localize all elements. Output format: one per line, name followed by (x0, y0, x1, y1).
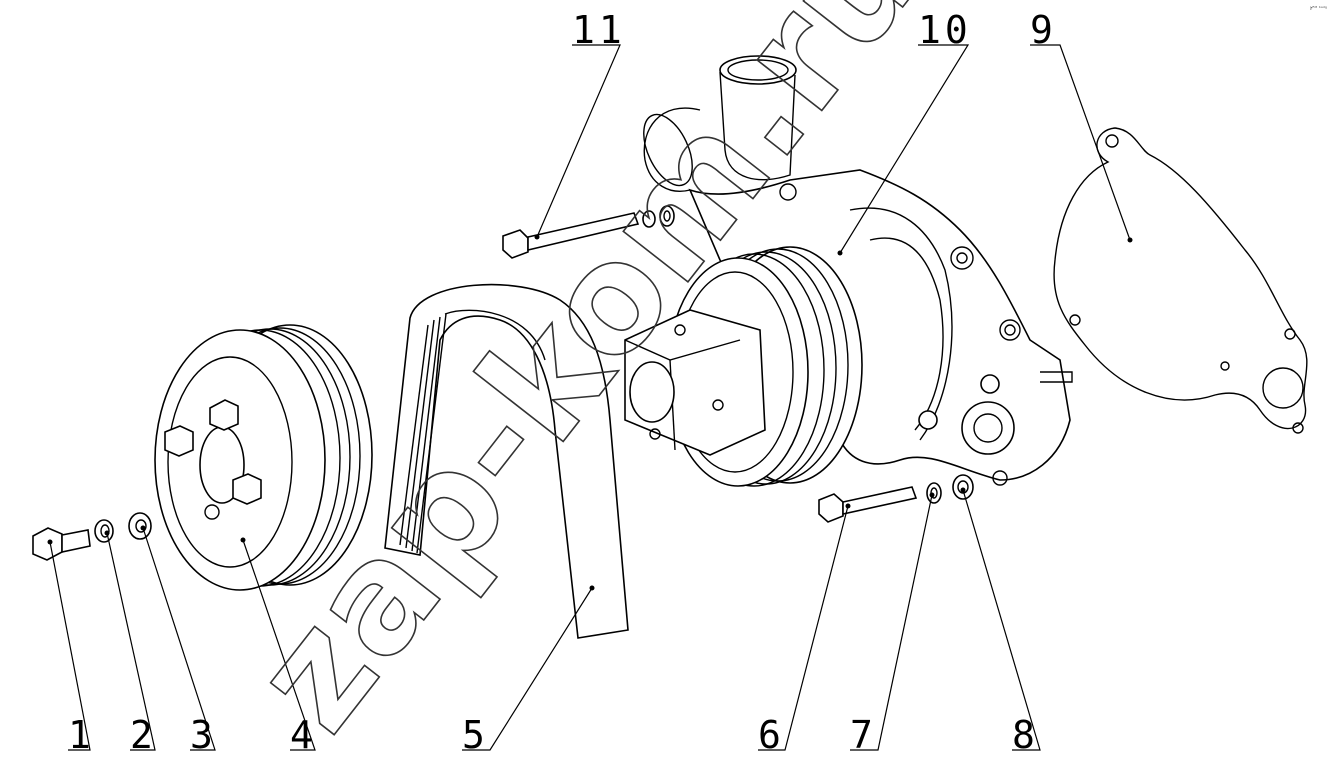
part-6-bolt-lower (818, 486, 918, 523)
part-11-bolt-upper (502, 205, 675, 259)
label-2: 2 (130, 713, 157, 757)
corner-mark: 𝔡ᴿᴹ ᵇᵃᵈᵍ (1310, 6, 1327, 12)
label-10: 10 (918, 8, 972, 52)
label-7: 7 (850, 713, 877, 757)
part-2-lock-washer (94, 519, 114, 543)
pump-pulley (624, 246, 863, 487)
part-9-gasket (1053, 127, 1308, 434)
part-1-bolt (32, 527, 91, 561)
leader-lines (47, 44, 1133, 751)
callout-labels: 1 2 3 4 5 6 7 8 9 10 11 (68, 8, 1057, 757)
label-8: 8 (1012, 713, 1039, 757)
part-5-belt (384, 283, 629, 639)
part-8-flat-washer (952, 474, 974, 500)
part-3-flat-washer (128, 512, 152, 540)
label-9: 9 (1030, 8, 1057, 52)
label-11: 11 (572, 8, 626, 52)
label-5: 5 (462, 713, 489, 757)
label-6: 6 (758, 713, 785, 757)
part-4-crank-pulley (154, 324, 373, 591)
label-4: 4 (290, 713, 317, 757)
label-1: 1 (68, 713, 95, 757)
part-7-lock-washer (926, 482, 942, 504)
label-3: 3 (190, 713, 217, 757)
